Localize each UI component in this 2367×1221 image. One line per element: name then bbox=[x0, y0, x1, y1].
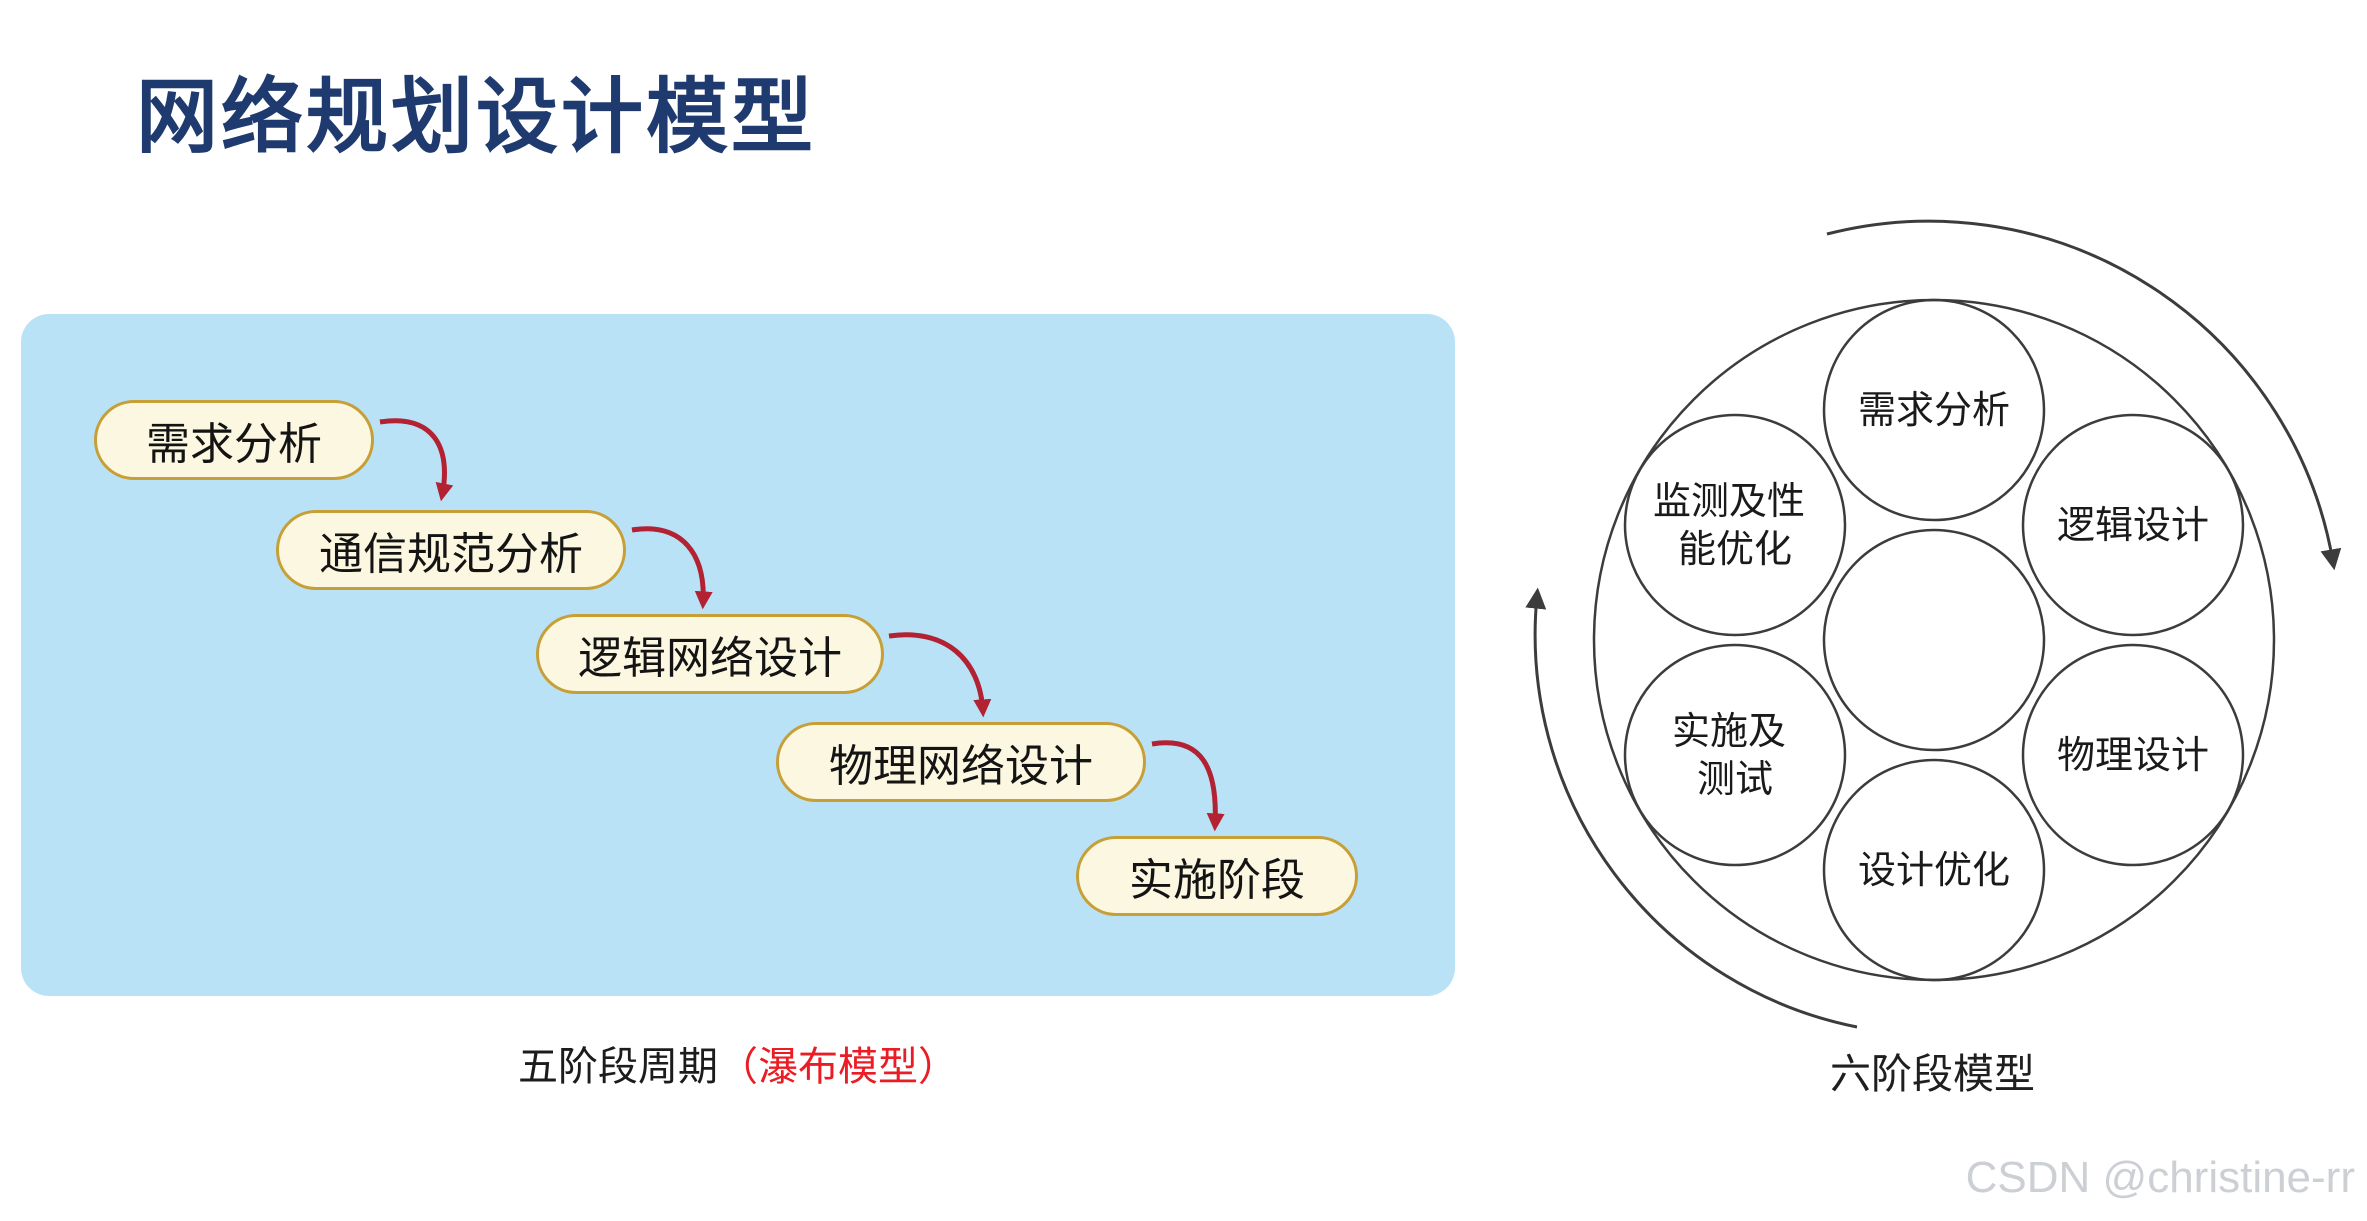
stage-pill-label: 通信规范分析 bbox=[319, 530, 583, 579]
rotation-arrow-left-icon bbox=[1525, 587, 1858, 1029]
cycle-node-label-physical-design: 物理设计 bbox=[2057, 733, 2209, 777]
cycle-caption: 六阶段模型 bbox=[1830, 1051, 2035, 1097]
waterfall-caption-text: 五阶段周期 bbox=[518, 1045, 718, 1089]
waterfall-caption: 五阶段周期（瀑布模型） bbox=[21, 1034, 1455, 1092]
stage-pill-physical-design: 物理网络设计 bbox=[776, 722, 1146, 802]
cycle-node-label-logical-design: 逻辑设计 bbox=[2057, 503, 2209, 547]
slide-title: 网络规划设计模型 bbox=[136, 72, 817, 163]
stage-pill-logical-design: 逻辑网络设计 bbox=[536, 614, 884, 694]
stage-pill-label: 实施阶段 bbox=[1129, 856, 1305, 905]
stage-pill-label: 逻辑网络设计 bbox=[578, 634, 842, 683]
cycle-node-label-design-optimization: 设计优化 bbox=[1858, 848, 2010, 892]
cycle-node-label-implementation-testing: 实施及 测试 bbox=[1672, 709, 1798, 801]
rotation-arrow-top-icon bbox=[1826, 219, 2342, 571]
cycle-node-circle-implementation-testing bbox=[1623, 643, 1847, 867]
cycle-center-circle bbox=[1822, 528, 2046, 752]
six-stage-cycle-diagram: 需求分析 逻辑设计 物理设计 设计优化 实施及 测试 监测及性 能优化 bbox=[1525, 219, 2342, 1029]
cycle-node-circle-monitoring-optimization bbox=[1623, 413, 1847, 637]
cycle-node-label-requirements: 需求分析 bbox=[1858, 388, 2010, 432]
stage-pill-requirements: 需求分析 bbox=[94, 400, 374, 480]
stage-pill-implementation: 实施阶段 bbox=[1076, 836, 1358, 916]
cycle-node-circle-logical-design bbox=[2021, 413, 2245, 637]
cycle-node-label-monitoring-optimization: 监测及性 能优化 bbox=[1653, 479, 1817, 571]
watermark: CSDN @christine-rr bbox=[1965, 1153, 2355, 1202]
cycle-node-circle-design-optimization bbox=[1822, 758, 2046, 982]
waterfall-caption-highlight: （瀑布模型） bbox=[718, 1045, 958, 1089]
cycle-node-circle-physical-design bbox=[2021, 643, 2245, 867]
cycle-node-circle-requirements bbox=[1822, 298, 2046, 522]
stage-pill-label: 物理网络设计 bbox=[829, 742, 1093, 791]
stage-pill-label: 需求分析 bbox=[146, 420, 322, 469]
stage-pill-communication-spec: 通信规范分析 bbox=[276, 510, 626, 590]
